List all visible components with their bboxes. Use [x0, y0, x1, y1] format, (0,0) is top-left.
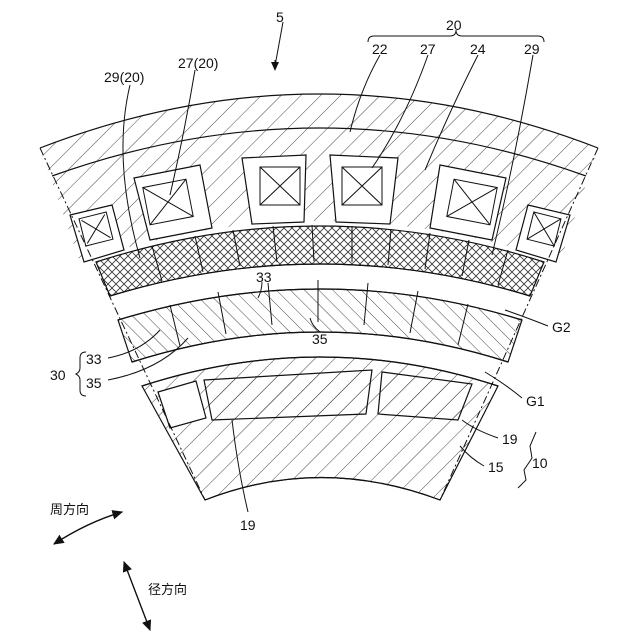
- label-19-bottom: 19: [240, 517, 256, 533]
- label-35-mid: 35: [312, 331, 328, 347]
- label-27-20: 27(20): [178, 55, 218, 71]
- label-radial: 径方向: [148, 582, 187, 598]
- label-group-20: 20: [446, 17, 462, 33]
- label-35-left: 35: [86, 375, 102, 391]
- label-circumferential: 周方向: [50, 502, 89, 518]
- label-15: 15: [488, 459, 504, 475]
- label-G2: G2: [552, 319, 571, 335]
- label-29: 29: [524, 41, 540, 57]
- label-19-right: 19: [502, 431, 518, 447]
- brace-30: [76, 352, 86, 396]
- modulating-ring: [118, 289, 522, 362]
- label-22: 22: [372, 41, 388, 57]
- label-29-20: 29(20): [104, 69, 144, 85]
- label-10: 10: [532, 455, 548, 471]
- label-G1: G1: [526, 393, 545, 409]
- label-27: 27: [420, 41, 436, 57]
- label-33-top: 33: [256, 269, 272, 285]
- label-figure-number: 5: [276, 9, 284, 25]
- label-33-left: 33: [86, 351, 102, 367]
- radial-arrow: [124, 562, 150, 630]
- label-24: 24: [470, 41, 486, 57]
- label-30: 30: [50, 367, 66, 383]
